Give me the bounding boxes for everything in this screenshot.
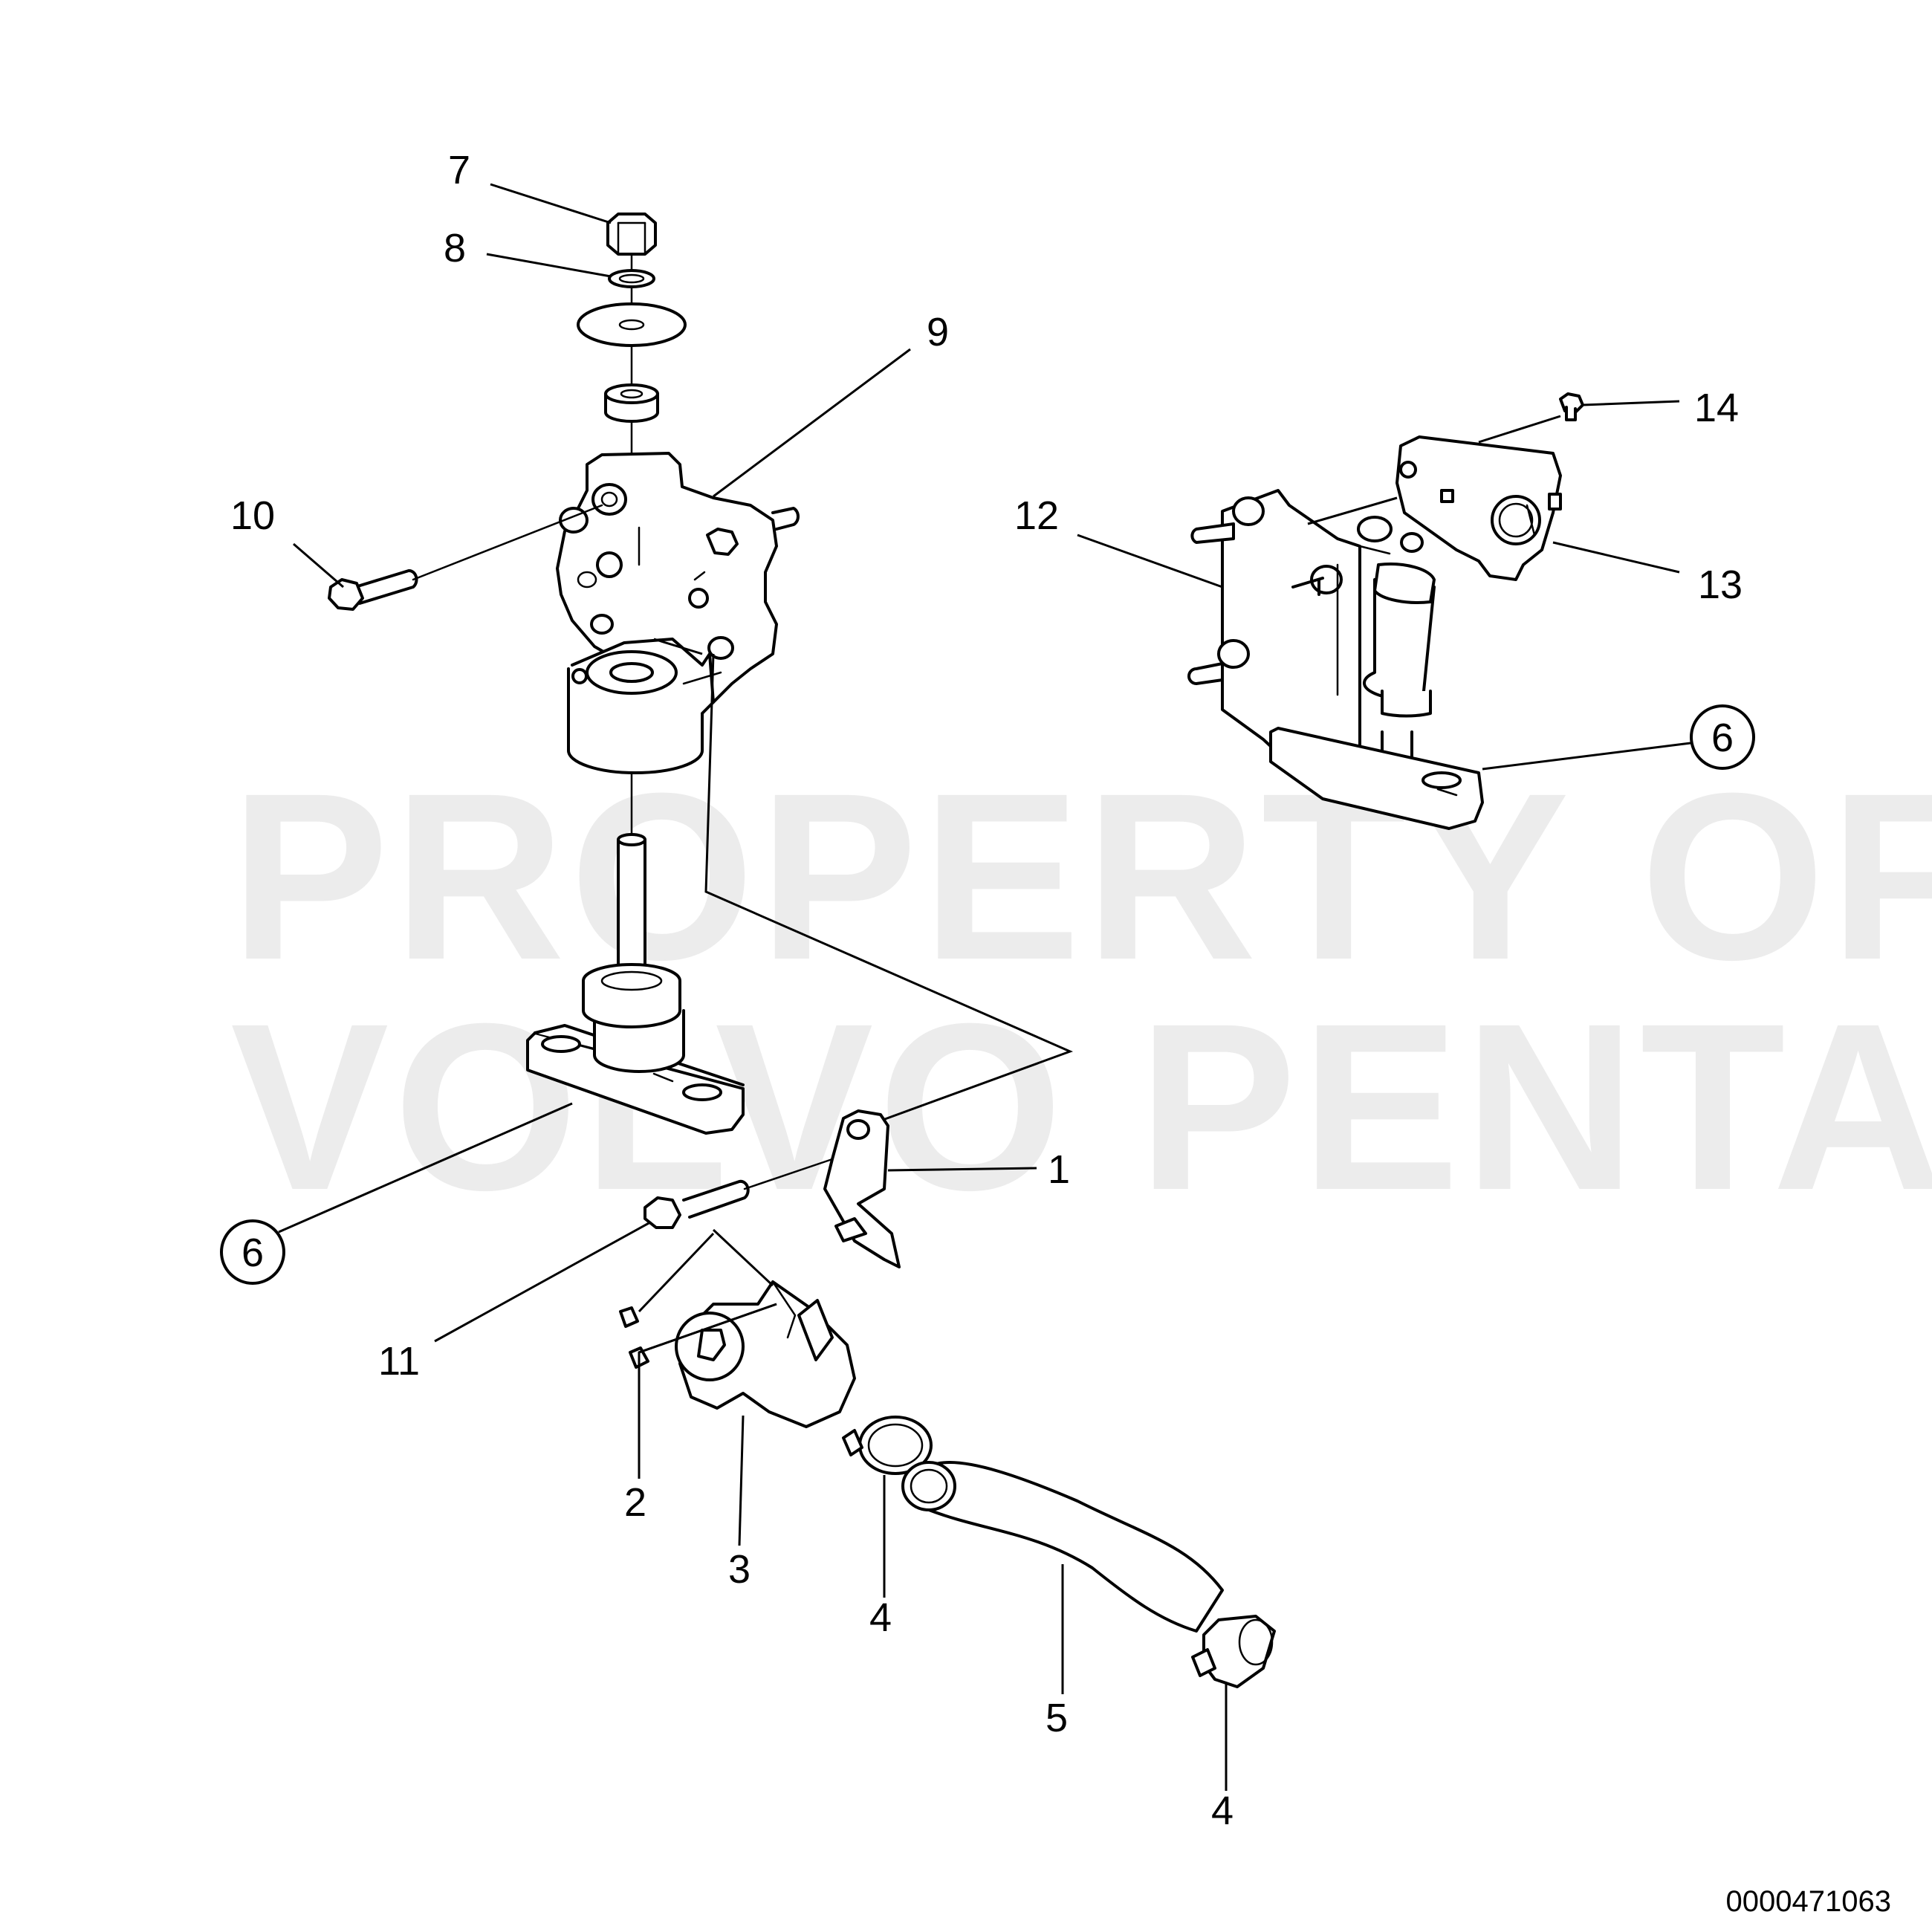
bracket-part-1 [823, 1109, 901, 1268]
callout-6-right: 6 [1690, 704, 1755, 770]
callout-4-lower: 4 [1211, 1789, 1234, 1833]
callout-2: 2 [624, 1480, 646, 1525]
group-bracket-line [704, 653, 1074, 1124]
hose-part-5 [901, 1461, 1224, 1633]
callout-8: 8 [444, 226, 466, 270]
rubber-mount-part-6-right [1269, 727, 1484, 830]
callout-7: 7 [448, 148, 470, 192]
callout-10: 10 [230, 493, 275, 538]
watermark-line-1: PROPERTY OF [230, 743, 1932, 1009]
mount-housing [567, 638, 722, 774]
spacer-sleeve [604, 383, 659, 423]
callout-12: 12 [1014, 493, 1059, 538]
mount-cylinder-body [1357, 516, 1436, 761]
leader-lines [278, 183, 1691, 1791]
watermark: PROPERTY OF VOLVO PENTA [230, 743, 1932, 1239]
document-id: 0000471063 [1726, 1885, 1891, 1918]
callout-4-upper: 4 [869, 1595, 892, 1640]
svg-text:6: 6 [242, 1231, 264, 1275]
mount-plate-part-12 [1187, 489, 1391, 800]
bracket-part-13 [1395, 435, 1562, 581]
bolt-part-11 [644, 1158, 834, 1229]
callout-11: 11 [378, 1339, 420, 1384]
flat-washer [577, 302, 687, 347]
callout-3: 3 [728, 1547, 751, 1592]
filler-cap-part-3 [675, 1280, 856, 1428]
callout-labels: 7 8 9 10 12 14 13 6 6 1 11 2 3 4 5 4 [220, 148, 1755, 1833]
watermark-line-2: VOLVO PENTA [230, 973, 1932, 1239]
left-engine-mount-assembly [328, 213, 1074, 1135]
hose-clamp-part-4-upper [842, 1416, 933, 1475]
filler-pipe-assembly [619, 1109, 1276, 1688]
right-engine-mount-assembly [1187, 392, 1584, 830]
hex-nut-part-7 [606, 213, 657, 256]
clip-part-2 [619, 1306, 649, 1369]
callout-5: 5 [1046, 1696, 1068, 1740]
svg-text:6: 6 [1711, 716, 1734, 760]
callout-9: 9 [927, 310, 949, 354]
callout-1: 1 [1048, 1147, 1070, 1192]
callout-14: 14 [1694, 386, 1739, 430]
bolt-part-14 [1559, 392, 1584, 421]
rubber-mount-part-6-left [526, 963, 745, 1135]
mount-stud [617, 833, 646, 982]
bolt-part-10 [328, 504, 603, 611]
hose-clamp-part-4-lower [1191, 1615, 1276, 1688]
callout-13: 13 [1698, 563, 1743, 607]
washer-part-8 [608, 269, 655, 288]
callout-6-left: 6 [220, 1219, 285, 1285]
